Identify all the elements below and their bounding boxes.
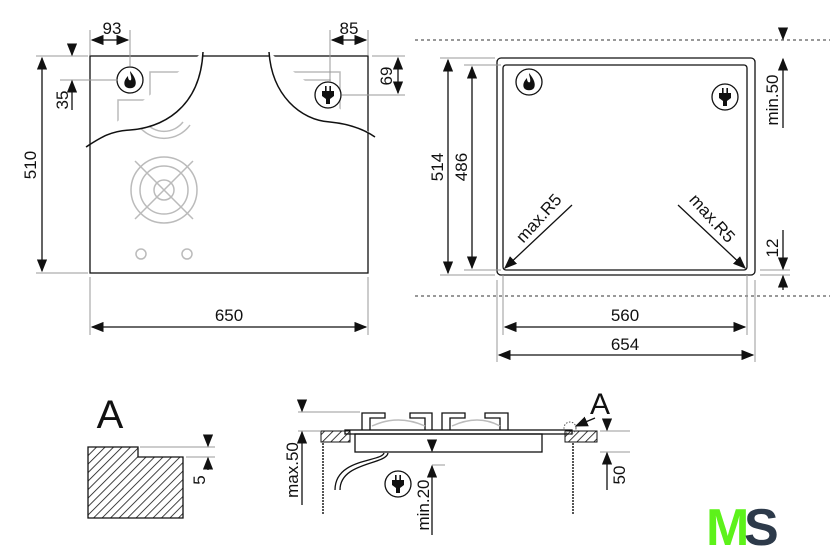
dim-min20: min.20 (414, 479, 433, 530)
dim-5: 5 (190, 475, 209, 484)
electric-plug-icon (384, 470, 412, 498)
dim-69: 69 (377, 67, 396, 86)
logo-m: M (706, 499, 749, 555)
knob (135, 248, 147, 260)
dim-650: 650 (215, 306, 243, 325)
dim-93: 93 (103, 19, 122, 38)
cutout-outline (502, 64, 748, 271)
section-detail-label: A (590, 388, 610, 421)
dim-514: 514 (428, 153, 447, 181)
logo-s: S (744, 499, 779, 555)
dim-654: 654 (611, 335, 639, 354)
ms-logo: M S (706, 499, 779, 555)
section-view: max.50 min.20 50 A (283, 388, 630, 535)
radius-right: max.R5 (685, 190, 738, 246)
worktop-profile (87, 446, 184, 519)
dim-max50: max.50 (283, 442, 302, 498)
detail-a: A 5 (87, 393, 215, 519)
electric-plug-icon (314, 81, 342, 109)
dim-12: 12 (763, 239, 782, 258)
dim-85: 85 (340, 19, 359, 38)
dim-510: 510 (21, 151, 40, 179)
hob-outline (89, 55, 369, 274)
dim-50: 50 (610, 466, 629, 485)
detail-label: A (97, 393, 124, 437)
hob-outline (496, 57, 756, 276)
gas-flame-icon (116, 66, 144, 94)
dim-486: 486 (452, 153, 471, 181)
hob-body (354, 433, 543, 453)
top-view: 93 85 35 69 510 650 (21, 19, 405, 335)
gas-flame-icon (515, 68, 543, 96)
worktop-left (320, 430, 351, 443)
cutout-view: 514 486 min.50 12 560 654 max.R5 max.R5 (415, 27, 830, 362)
dim-35: 35 (53, 91, 72, 110)
electric-plug-icon (711, 83, 739, 111)
dim-560: 560 (611, 306, 639, 325)
dim-min50: min.50 (763, 74, 782, 125)
knob (181, 248, 193, 260)
worktop-right (564, 430, 598, 443)
